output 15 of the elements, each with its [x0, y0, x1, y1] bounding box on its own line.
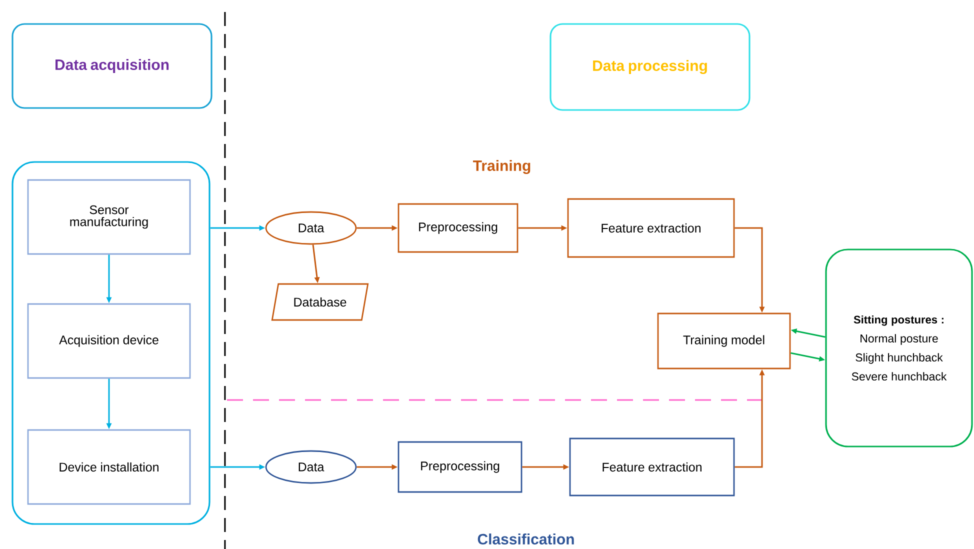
section-label: Classification [478, 534, 574, 544]
output-box: Sitting postures : Normal posture Slight hunchback Severe hunchback [825, 248, 973, 448]
section-label: Training [473, 160, 530, 174]
group-box [12, 161, 210, 525]
process-box: Device installation [27, 429, 191, 505]
process-box: Feature extraction [569, 438, 735, 496]
title-box: Data processing [550, 23, 750, 111]
process-box: Preprocessing [398, 203, 518, 253]
process-box: Preprocessing [398, 441, 522, 493]
title-box: Data acquisition [12, 23, 212, 109]
process-box: Sensor manufacturing [27, 179, 191, 255]
database-parallelogram: Database [271, 283, 369, 321]
process-box: Acquisition device [27, 303, 191, 379]
process-box: Training model [657, 312, 791, 370]
process-box: Feature extraction [567, 198, 735, 258]
